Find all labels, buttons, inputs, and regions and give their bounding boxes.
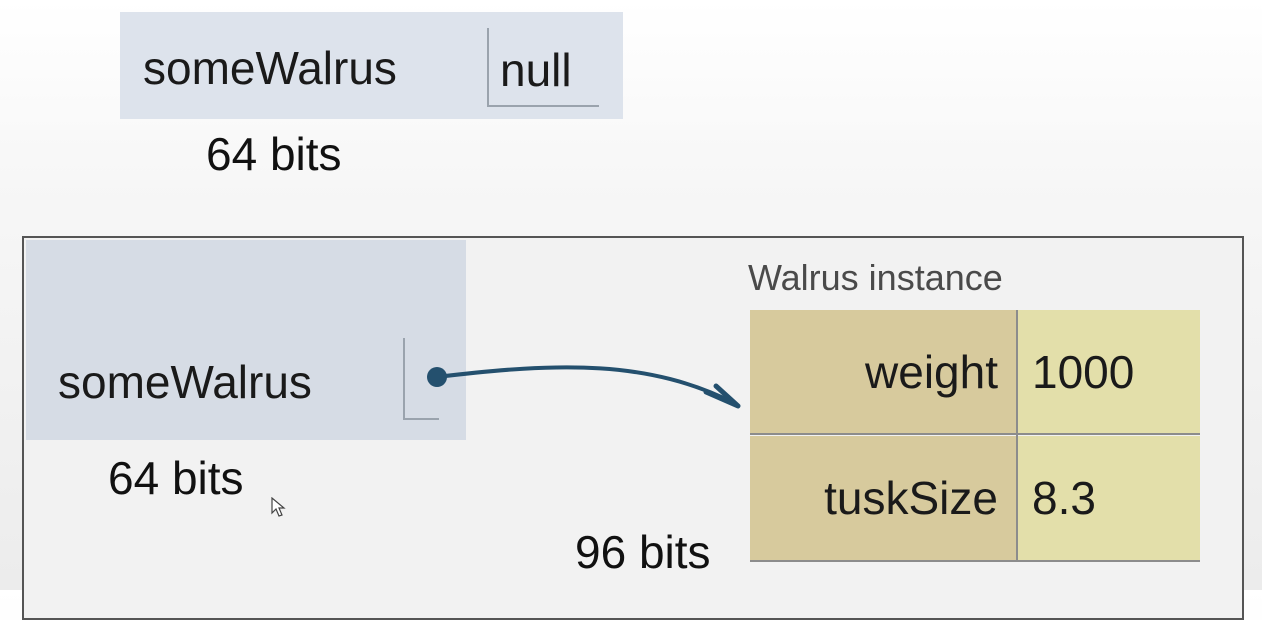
null-variable-size: 64 bits xyxy=(206,128,342,180)
null-variable-name: someWalrus xyxy=(143,42,397,94)
mouse-cursor-icon xyxy=(271,497,286,517)
reference-variable-size: 64 bits xyxy=(108,452,244,504)
field-value-tusksize: 8.3 xyxy=(1018,436,1200,560)
instance-size: 96 bits xyxy=(575,526,711,578)
reference-value-slot xyxy=(403,338,439,420)
null-value-slot xyxy=(487,28,599,107)
field-name-tusksize: tuskSize xyxy=(750,436,1016,560)
field-divider xyxy=(750,433,1200,435)
field-name-weight: weight xyxy=(750,310,1016,434)
field-bottom-border xyxy=(750,560,1200,562)
instance-caption: Walrus instance xyxy=(748,257,1003,298)
column-divider xyxy=(1016,310,1018,562)
reference-variable-name: someWalrus xyxy=(58,356,312,408)
field-value-weight: 1000 xyxy=(1018,310,1200,434)
null-value: null xyxy=(500,44,572,96)
null-variable-box xyxy=(120,12,623,119)
reference-variable-box xyxy=(26,240,466,440)
